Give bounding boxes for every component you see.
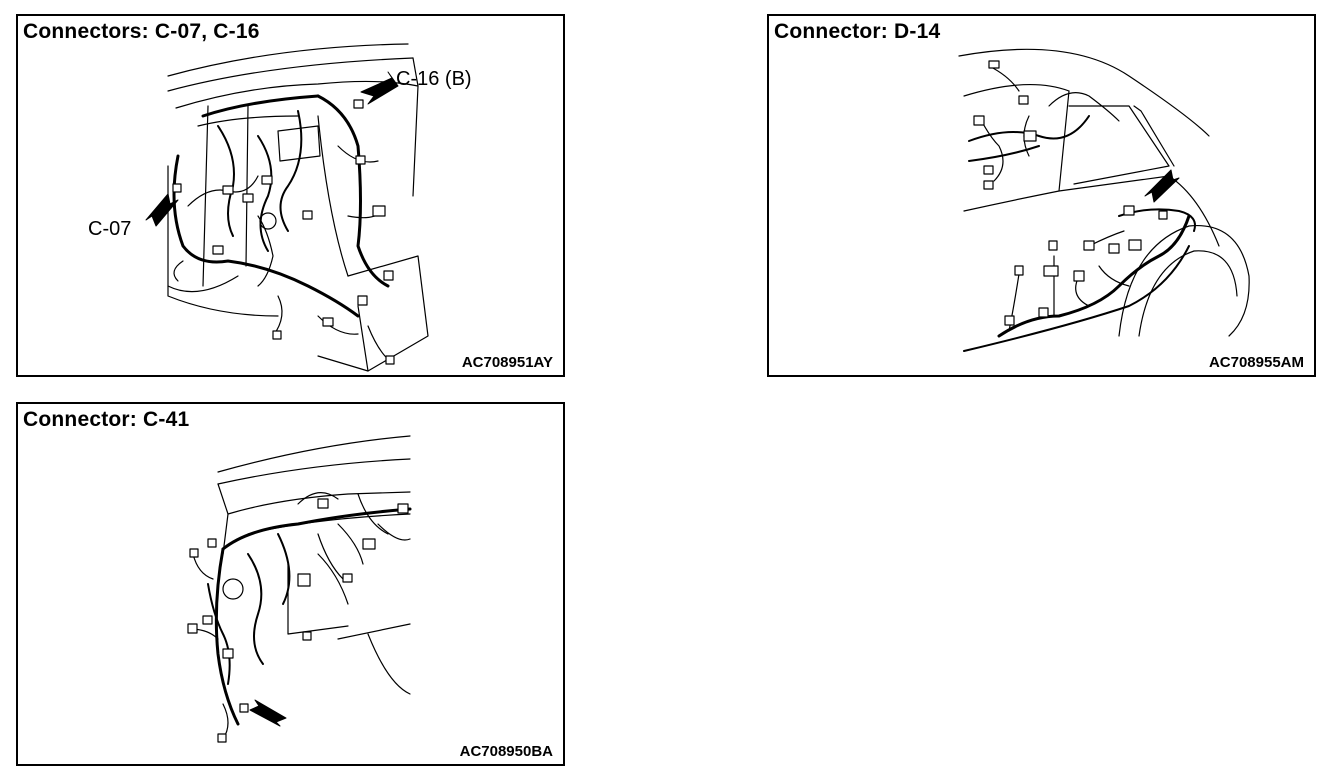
- panel-connector-d14: Connector: D-14: [767, 14, 1316, 377]
- rear-body-harness-illustration: [958, 48, 1250, 352]
- callout-c16: C-16 (B): [396, 68, 472, 90]
- dashboard-harness-illustration: [145, 43, 429, 372]
- panel-title: Connector: D-14: [774, 20, 941, 43]
- instrument-panel-harness-illustration: [187, 435, 412, 743]
- callout-c07: C-07: [88, 218, 132, 240]
- figure-code: AC708955AM: [1208, 354, 1304, 371]
- panel-title: Connector: C-41: [23, 408, 190, 431]
- figure-code: AC708951AY: [461, 354, 553, 371]
- figure-code: AC708950BA: [459, 743, 553, 760]
- panel-connector-c41: Connector: C-41: [16, 402, 565, 766]
- panel-title: Connectors: C-07, C-16: [23, 20, 260, 43]
- panel-connectors-c07-c16: Connectors: C-07, C-16 C-16 (B) C-07: [16, 14, 565, 377]
